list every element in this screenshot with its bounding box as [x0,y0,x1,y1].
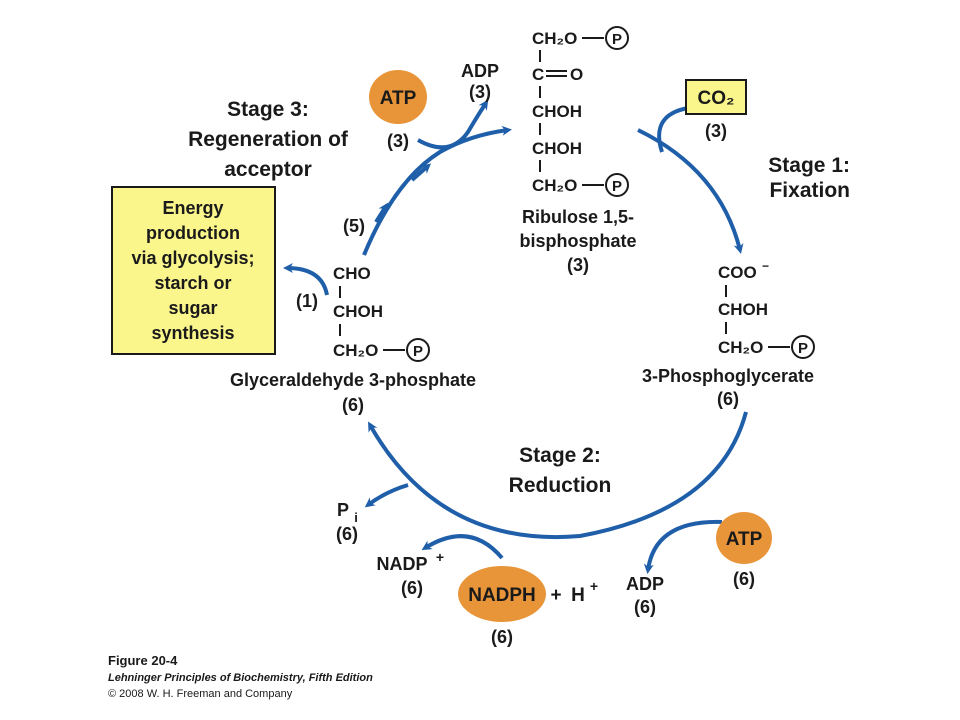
phosphate-circle [605,26,629,50]
g3p-line3: CH₂O [333,341,378,360]
nadph-count: (6) [491,627,513,647]
nadp-count: (6) [401,578,423,598]
regeneration-arrow [362,125,512,256]
ribulose-line1: CH₂O [532,29,577,48]
adp-bottom-count: (6) [634,597,656,617]
energy-line-5: sugar [168,298,217,318]
ribulose-line2: C [532,65,544,84]
pg-name: 3-Phosphoglycerate [642,366,814,386]
regeneration-tick-1 [410,163,432,182]
stage1-subtitle: Fixation [769,179,850,202]
fixation-arrow [637,128,744,254]
stage3-subtitle-1: Regeneration of [188,128,349,151]
energy-line-6: synthesis [151,323,234,343]
adp-bottom-label: ADP [626,574,664,594]
phosphoglycerate-structure: COO − CHOH CH₂O P [718,259,815,359]
g3p-name: Glyceraldehyde 3-phosphate [230,370,476,390]
atp-right-circle [716,512,772,564]
pg-line3: CH₂O [718,338,763,357]
phosphate-label: P [612,31,622,48]
co2-label: CO₂ [698,88,735,109]
pg-line2: CHOH [718,300,768,319]
reduction-arrow [368,411,748,539]
ribulose-count: (3) [567,255,589,275]
atp-top-label: ATP [380,88,417,109]
branch-count: (1) [296,291,318,311]
energy-line-3: via glycolysis; [131,248,254,268]
nadph-label: NADPH [468,585,536,606]
nadp-label: NADP [376,554,427,574]
atp-right-label: ATP [726,529,763,550]
phosphate-circle [605,173,629,197]
g3p-line1: CHO [333,264,371,283]
branch-arrow [283,263,329,296]
adp-top-count: (3) [469,82,491,102]
atp-adp-arrow [643,519,723,574]
adp-top-label: ADP [461,61,499,81]
phosphate-label: P [798,340,808,357]
regen-count: (5) [343,216,365,236]
co2-box [685,79,747,115]
caption-book: Lehninger Principles of Biochemistry, Fi… [108,672,373,684]
pi-release-arrow [364,483,409,508]
pi-count: (6) [336,524,358,544]
nadph-h: H [571,585,585,606]
stage3-subtitle-2: acceptor [224,158,312,181]
nadph-nadp-arrow [421,534,504,560]
nadph-ellipse [458,566,546,622]
nadp-sup: + [436,549,444,565]
stage2-subtitle: Reduction [509,474,612,497]
atp-right-count: (6) [733,569,755,589]
ribulose-bisphosphate-structure: CH₂O P C O CHOH CHOH CH₂O P [532,26,629,197]
caption-copyright: © 2008 W. H. Freeman and Company [108,688,293,700]
pg-line1: COO [718,263,757,282]
stage2-title: Stage 2: [519,444,601,467]
phosphate-label: P [413,343,423,360]
pg-line1-sup: − [762,259,769,273]
phosphate-circle [406,338,430,362]
phosphate-label: P [612,178,622,195]
ribulose-name-2: bisphosphate [519,231,636,251]
ribulose-line4: CHOH [532,139,582,158]
pg-count: (6) [717,389,739,409]
energy-line-2: production [146,223,240,243]
ribulose-line3: CHOH [532,102,582,121]
stage1-title: Stage 1: [768,154,850,177]
ribulose-line2b: O [570,65,583,84]
nadph-plus: + [550,585,561,606]
pi-label: P [337,500,349,520]
atp-top-adp-arrow [417,99,489,150]
ribulose-name-1: Ribulose 1,5- [522,207,634,227]
energy-production-box [111,186,276,355]
ribulose-line5: CH₂O [532,176,577,195]
energy-line-4: starch or [154,273,231,293]
co2-input-arrow [657,106,689,153]
energy-line-1: Energy [162,198,223,218]
g3p-structure: CHO CHOH CH₂O P [333,264,430,362]
stage3-title: Stage 3: [227,98,309,121]
pi-sub: i [354,510,358,525]
atp-top-count: (3) [387,131,409,151]
phosphate-circle [791,335,815,359]
g3p-count: (6) [342,395,364,415]
regeneration-tick-2 [374,202,389,224]
co2-count: (3) [705,121,727,141]
atp-top-circle [369,70,427,124]
g3p-line2: CHOH [333,302,383,321]
caption-figure: Figure 20-4 [108,653,178,668]
nadph-h-sup: + [590,578,598,594]
